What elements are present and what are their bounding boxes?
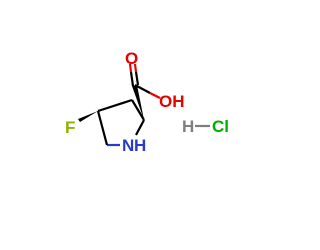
bond-carbonyl-b [134,71,140,86]
nitrogen-label: N [122,136,134,155]
bond-c-oh [134,84,151,94]
fluorine-label: F [65,118,75,137]
structure-canvas: F N H O OH H Cl [65,49,229,155]
carbonyl-oxygen-label: O [125,49,138,68]
bond-c5-c4 [96,110,109,146]
bond-c4-c3 [97,98,133,113]
hcl-hydrogen-label: H [182,117,194,136]
hydroxyl-label: OH [159,92,185,111]
bond-carbonyl-a-red [128,63,133,73]
molecule-structure: F N H O OH H Cl [65,49,229,155]
bond-c-oh-red [149,92,161,99]
bond-c2-n [135,119,145,136]
bond-c3-c2 [131,99,145,121]
bond-carbonyl-a [129,71,135,87]
nitrogen-hydrogen-label: H [134,136,146,155]
bond-carbonyl-b-red [133,63,138,73]
chlorine-label: Cl [212,117,229,136]
wedge-bond-c2-carboxyl [132,85,144,120]
wedge-bond-c4-f [78,111,98,122]
